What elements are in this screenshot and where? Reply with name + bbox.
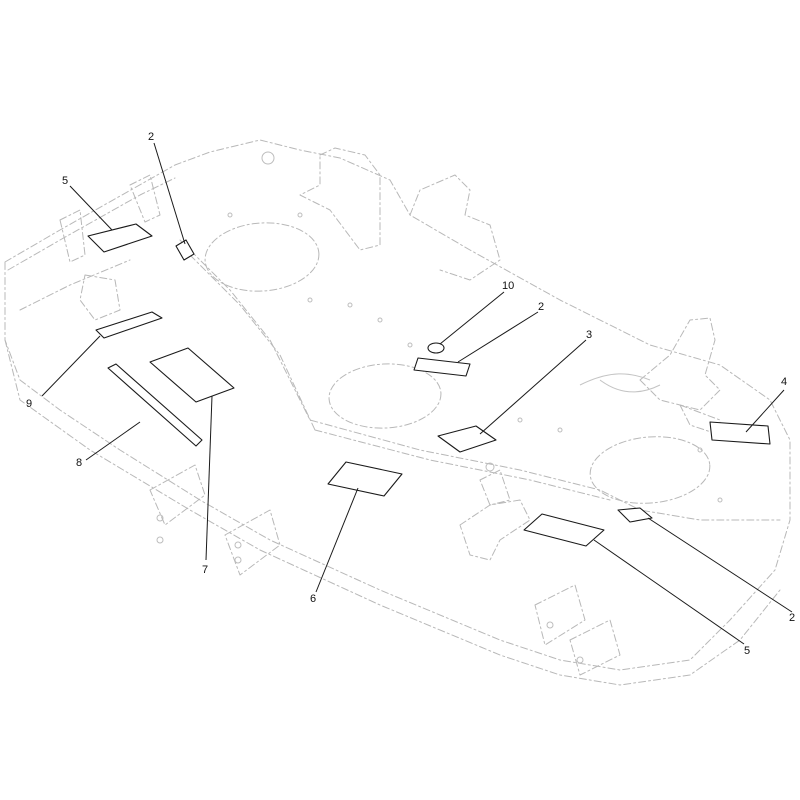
leader-5-right: [593, 539, 745, 645]
callout-3: 3: [586, 329, 592, 341]
leader-8: [85, 421, 141, 461]
decal-5-left: [87, 223, 153, 253]
leader-2-center: [457, 311, 539, 363]
leader-5-left: [69, 185, 113, 231]
callout-5-right: 5: [744, 645, 750, 657]
callout-8: 8: [76, 457, 82, 469]
leader-3: [479, 339, 587, 435]
leader-9: [41, 335, 101, 397]
decal-9: [95, 311, 163, 339]
callout-2-top: 2: [148, 131, 154, 143]
callout-2-center: 2: [538, 301, 544, 313]
decal-4: [709, 421, 771, 445]
callout-4: 4: [781, 376, 787, 388]
leader-2-right: [647, 517, 793, 613]
decal-6: [327, 461, 403, 497]
callout-6: 6: [310, 593, 316, 605]
leader-10: [439, 291, 505, 345]
callout-labels: 2 5 9 8 7 6 10 2 3 4 2 5: [26, 131, 795, 657]
decal-5-right: [523, 513, 605, 547]
leader-lines: [41, 142, 793, 645]
callout-5-left: 5: [62, 175, 68, 187]
decal-2-right: [617, 507, 653, 523]
leader-7: [205, 395, 213, 561]
callout-7: 7: [202, 564, 208, 576]
decal-3: [437, 425, 497, 453]
decal-7: [149, 347, 235, 403]
decal-10: [427, 342, 445, 354]
leader-6: [315, 487, 359, 593]
decals: [87, 223, 771, 547]
callout-9: 9: [26, 398, 32, 410]
decal-2-top: [175, 239, 195, 261]
callout-10: 10: [502, 280, 514, 292]
callout-2-right: 2: [789, 612, 795, 624]
decal-2-center: [413, 357, 471, 377]
leader-2-top: [153, 142, 186, 245]
mower-deck-outline: [4, 139, 791, 686]
decal-8: [107, 363, 203, 447]
leader-4: [745, 389, 785, 433]
